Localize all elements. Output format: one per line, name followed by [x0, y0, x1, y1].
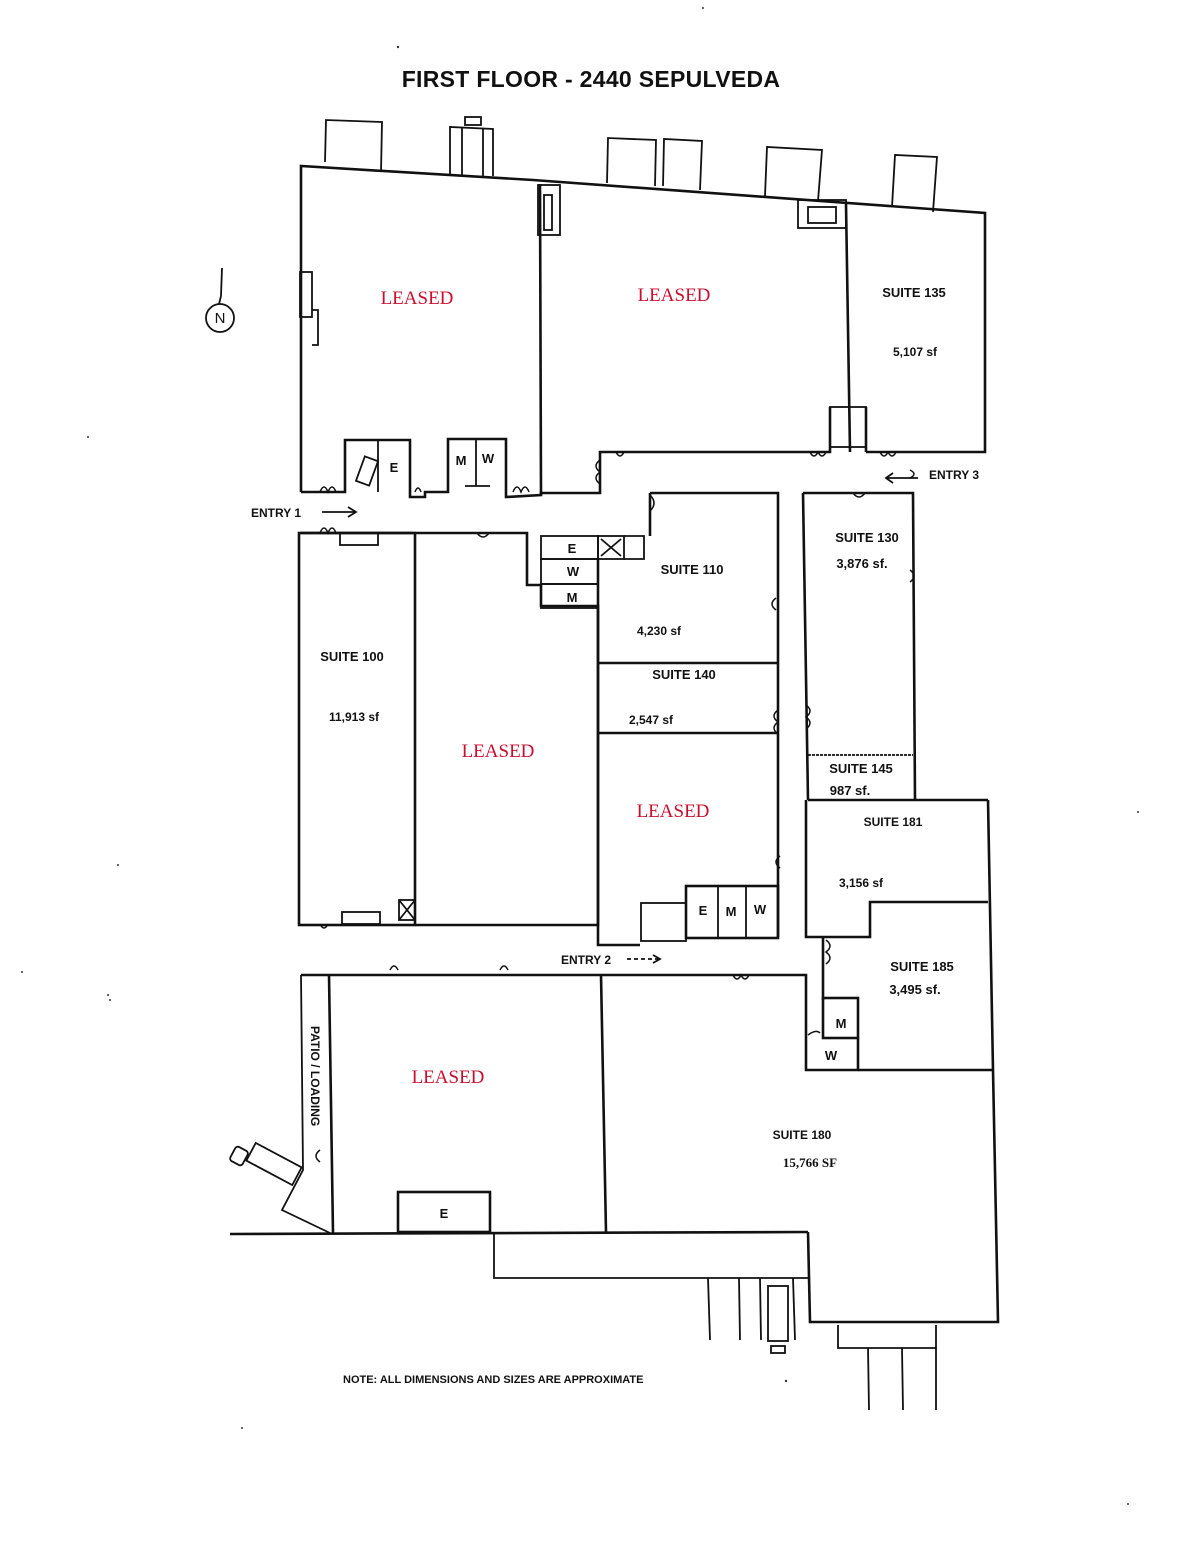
- suite-name: SUITE 100: [320, 649, 384, 664]
- entry-3-label: ENTRY 3: [929, 468, 979, 482]
- middle-block-walls: [297, 491, 995, 1072]
- suite-area: 4,230 sf: [637, 624, 682, 638]
- space-suite-181[interactable]: SUITE 181 3,156 sf: [839, 815, 923, 890]
- space-suite-100[interactable]: SUITE 100 11,913 sf: [320, 649, 384, 724]
- space-suite-130[interactable]: SUITE 130 3,876 sf.: [835, 530, 899, 571]
- mens-restroom-label: M: [567, 590, 578, 605]
- suite-name: SUITE 145: [829, 761, 893, 776]
- space-suite-185[interactable]: SUITE 185 3,495 sf.: [889, 959, 953, 997]
- suite-name: SUITE 181: [864, 815, 923, 829]
- suite-name: SUITE 130: [835, 530, 899, 545]
- suite-name: SUITE 140: [652, 667, 716, 682]
- space-leased-n[interactable]: LEASED: [638, 285, 711, 306]
- mens-restroom-label: M: [836, 1016, 847, 1031]
- leased-label: LEASED: [462, 741, 535, 762]
- suite-area: 3,156 sf: [839, 876, 884, 890]
- scan-specks: [21, 7, 1139, 1505]
- patio-loading-label: PATIO / LOADING: [308, 1026, 322, 1126]
- electrical-room-label: E: [699, 903, 708, 918]
- space-leased-mid[interactable]: LEASED: [637, 801, 710, 822]
- space-leased-sw[interactable]: LEASED: [412, 1067, 485, 1088]
- womens-restroom-label: W: [825, 1048, 838, 1063]
- north-arrow-icon: N: [205, 267, 235, 333]
- compass-label: N: [215, 310, 226, 327]
- mens-restroom-label: M: [726, 904, 737, 919]
- space-leased-center[interactable]: LEASED: [462, 741, 535, 762]
- suite-name: SUITE 110: [661, 562, 724, 577]
- space-leased-nw[interactable]: LEASED: [381, 288, 454, 309]
- truck-icon: [229, 1141, 303, 1187]
- north-block-walls: [299, 164, 987, 499]
- space-suite-145[interactable]: SUITE 145 987 sf.: [829, 761, 893, 798]
- leased-label: LEASED: [381, 288, 454, 309]
- entry-1-marker: ENTRY 1: [251, 506, 358, 520]
- mens-restroom-label: M: [456, 453, 467, 468]
- electrical-room-label: E: [568, 541, 577, 556]
- space-suite-110[interactable]: SUITE 110 4,230 sf: [637, 562, 723, 638]
- page-title: FIRST FLOOR - 2440 SEPULVEDA: [402, 66, 781, 92]
- suite-area: 3,876 sf.: [836, 556, 887, 571]
- entry-2-label: ENTRY 2: [561, 953, 611, 967]
- suite-area: 15,766 SF: [783, 1155, 837, 1170]
- womens-restroom-label: W: [754, 902, 767, 917]
- electrical-room-label: E: [440, 1206, 449, 1221]
- footnote: NOTE: ALL DIMENSIONS AND SIZES ARE APPRO…: [343, 1374, 643, 1386]
- utility-room-labels: E M W E W M E M W M W E: [390, 451, 847, 1221]
- entry-2-marker: ENTRY 2: [561, 953, 662, 967]
- space-suite-140[interactable]: SUITE 140 2,547 sf: [629, 667, 716, 727]
- electrical-room-label: E: [390, 460, 399, 475]
- suite-area: 2,547 sf: [629, 713, 674, 727]
- entry-3-marker: ENTRY 3: [884, 468, 979, 484]
- womens-restroom-label: W: [482, 451, 495, 466]
- entry-1-label: ENTRY 1: [251, 506, 301, 520]
- north-loading-bays: [324, 116, 938, 213]
- suite-area: 987 sf.: [830, 783, 870, 798]
- suite-name: SUITE 185: [890, 959, 954, 974]
- suite-area: 3,495 sf.: [889, 982, 940, 997]
- space-suite-135[interactable]: SUITE 135 5,107 sf: [882, 285, 946, 359]
- womens-restroom-label: W: [567, 564, 580, 579]
- suite-name: SUITE 180: [773, 1128, 832, 1142]
- suite-area: 11,913 sf: [329, 710, 380, 724]
- leased-label: LEASED: [638, 285, 711, 306]
- south-block-walls: [229, 973, 1000, 1411]
- leased-label: LEASED: [637, 801, 710, 822]
- leased-label: LEASED: [412, 1067, 485, 1088]
- space-suite-180[interactable]: SUITE 180 15,766 SF: [773, 1128, 837, 1170]
- suite-name: SUITE 135: [882, 285, 946, 300]
- suite-area: 5,107 sf: [893, 345, 938, 359]
